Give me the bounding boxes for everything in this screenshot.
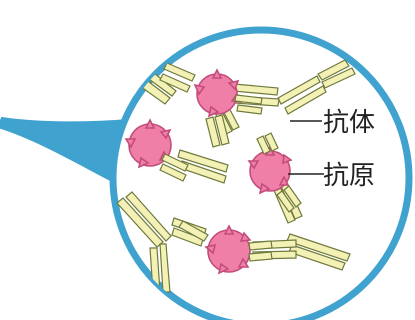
bubble-tail	[0, 118, 128, 186]
antibody-label: 抗体	[323, 108, 375, 138]
antigen-label: 抗原	[323, 161, 375, 191]
